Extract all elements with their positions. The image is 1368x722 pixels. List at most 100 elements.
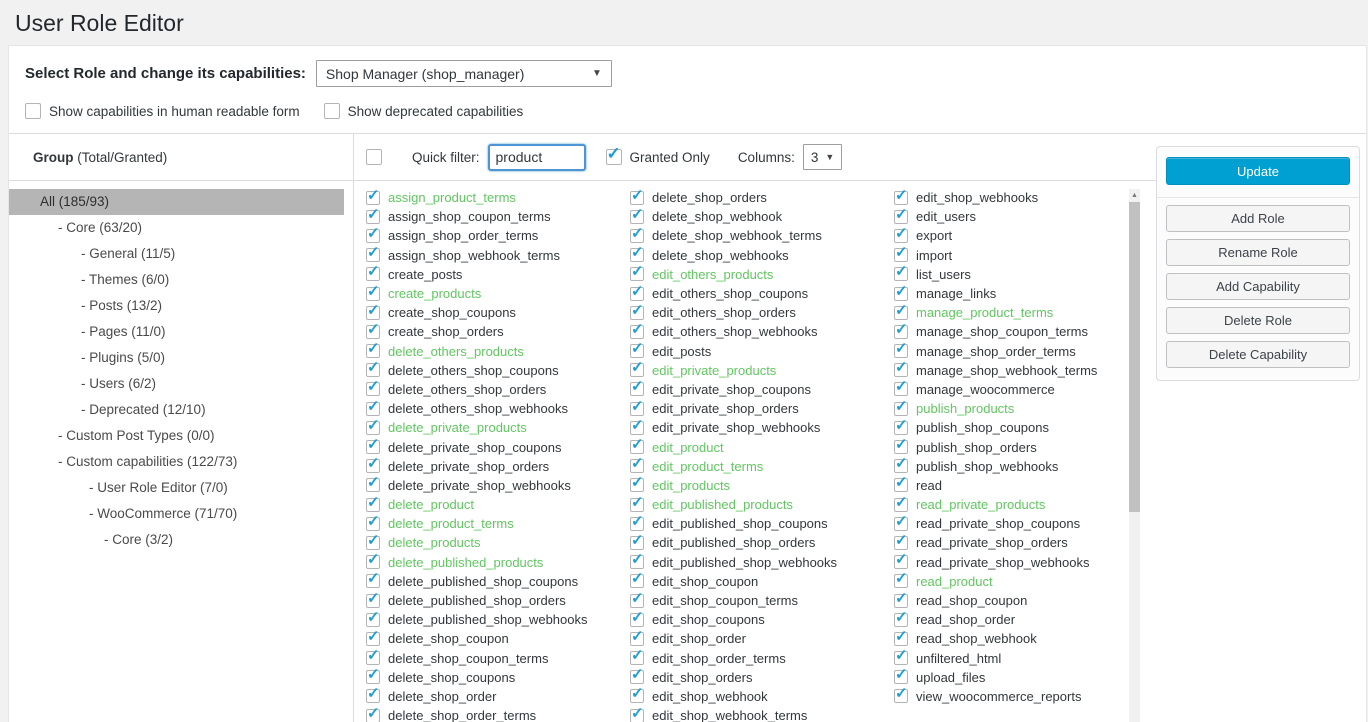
- capability-checkbox[interactable]: ✓: [894, 284, 908, 301]
- capability-checkbox[interactable]: ✓: [366, 552, 380, 570]
- capability-checkbox[interactable]: ✓: [894, 303, 908, 320]
- capability-checkbox[interactable]: ✓: [366, 629, 380, 646]
- capability-checkbox[interactable]: ✓: [894, 571, 908, 589]
- capability-checkbox[interactable]: ✓: [894, 418, 908, 435]
- capability-checkbox[interactable]: ✓: [366, 303, 380, 320]
- group-tree-item[interactable]: - Users (6/2): [81, 376, 157, 391]
- capability-checkbox[interactable]: ✓: [630, 379, 644, 397]
- capability-checkbox[interactable]: ✓: [366, 379, 380, 397]
- capability-checkbox[interactable]: ✓: [894, 648, 908, 666]
- capability-checkbox[interactable]: ✓: [366, 437, 380, 455]
- scrollbar-thumb[interactable]: [1129, 202, 1140, 512]
- capability-checkbox[interactable]: ✓: [894, 379, 908, 397]
- capability-checkbox[interactable]: ✓: [366, 667, 380, 685]
- group-tree-item[interactable]: - Custom Post Types (0/0): [58, 428, 215, 443]
- columns-select[interactable]: 3 ▼: [802, 144, 843, 170]
- capability-checkbox[interactable]: ✓: [894, 475, 908, 493]
- capability-checkbox[interactable]: ✓: [366, 418, 380, 435]
- capability-checkbox[interactable]: ✓: [366, 245, 380, 263]
- capability-checkbox[interactable]: ✓: [894, 437, 908, 455]
- capability-checkbox[interactable]: ✓: [366, 610, 380, 627]
- capability-checkbox[interactable]: ✓: [630, 571, 644, 589]
- capability-checkbox[interactable]: ✓: [366, 322, 380, 339]
- capability-checkbox[interactable]: ✓: [894, 264, 908, 282]
- group-tree-item[interactable]: - WooCommerce (71/70): [89, 506, 238, 521]
- capability-checkbox[interactable]: ✓: [894, 226, 908, 243]
- capability-checkbox[interactable]: ✓: [894, 552, 908, 570]
- capability-checkbox[interactable]: ✓: [630, 686, 644, 704]
- capability-checkbox[interactable]: ✓: [366, 264, 380, 282]
- group-tree-item[interactable]: - Core (3/2): [104, 532, 174, 547]
- capability-checkbox[interactable]: ✓: [894, 207, 908, 224]
- capability-checkbox[interactable]: ✓: [630, 706, 644, 722]
- group-tree-item[interactable]: - Core (63/20): [58, 220, 143, 235]
- capability-checkbox[interactable]: ✓: [630, 341, 644, 359]
- delete-role-button[interactable]: Delete Role: [1166, 307, 1350, 334]
- capability-checkbox[interactable]: ✓: [894, 629, 908, 646]
- deprecated-checkbox[interactable]: [323, 103, 340, 119]
- capability-checkbox[interactable]: ✓: [366, 591, 380, 608]
- capability-checkbox[interactable]: ✓: [630, 226, 644, 243]
- capability-checkbox[interactable]: ✓: [366, 226, 380, 243]
- scroll-up-arrow-icon[interactable]: ▲: [1129, 189, 1140, 201]
- capability-checkbox[interactable]: ✓: [894, 610, 908, 627]
- delete-capability-button[interactable]: Delete Capability: [1166, 341, 1350, 368]
- quick-filter-input[interactable]: [487, 143, 586, 171]
- capability-checkbox[interactable]: ✓: [366, 475, 380, 493]
- capability-checkbox[interactable]: ✓: [630, 437, 644, 455]
- capability-checkbox[interactable]: ✓: [630, 610, 644, 627]
- capability-checkbox[interactable]: ✓: [630, 188, 644, 205]
- group-tree-item[interactable]: - Plugins (5/0): [81, 350, 166, 365]
- capability-checkbox[interactable]: ✓: [366, 341, 380, 359]
- capability-checkbox[interactable]: ✓: [630, 629, 644, 646]
- capability-checkbox[interactable]: ✓: [894, 341, 908, 359]
- capabilities-scrollbar[interactable]: ▲: [1129, 189, 1140, 722]
- capability-checkbox[interactable]: ✓: [366, 686, 380, 704]
- capability-checkbox[interactable]: ✓: [894, 399, 908, 416]
- capability-checkbox[interactable]: ✓: [366, 571, 380, 589]
- human-readable-checkbox[interactable]: [25, 103, 41, 119]
- capability-checkbox[interactable]: ✓: [630, 456, 644, 474]
- group-tree-item[interactable]: - General (11/5): [81, 246, 176, 261]
- capability-checkbox[interactable]: ✓: [366, 533, 380, 550]
- capability-checkbox[interactable]: ✓: [366, 648, 380, 666]
- capability-checkbox[interactable]: ✓: [630, 284, 644, 301]
- capability-checkbox[interactable]: ✓: [630, 303, 644, 320]
- add-role-button[interactable]: Add Role: [1166, 205, 1350, 232]
- group-tree-item[interactable]: - Custom capabilities (122/73): [58, 454, 238, 469]
- capability-checkbox[interactable]: ✓: [630, 648, 644, 666]
- add-capability-button[interactable]: Add Capability: [1166, 273, 1350, 300]
- capability-checkbox[interactable]: ✓: [366, 706, 380, 722]
- role-select[interactable]: Shop Manager (shop_manager) ▼: [315, 60, 612, 87]
- capability-checkbox[interactable]: ✓: [366, 284, 380, 301]
- capability-checkbox[interactable]: ✓: [630, 207, 644, 224]
- capability-checkbox[interactable]: ✓: [366, 188, 380, 205]
- capability-checkbox[interactable]: ✓: [894, 360, 908, 378]
- capability-checkbox[interactable]: ✓: [630, 495, 644, 512]
- capability-checkbox[interactable]: ✓: [894, 245, 908, 263]
- capability-checkbox[interactable]: ✓: [630, 475, 644, 493]
- capability-checkbox[interactable]: ✓: [630, 360, 644, 378]
- capability-checkbox[interactable]: ✓: [630, 514, 644, 531]
- rename-role-button[interactable]: Rename Role: [1166, 239, 1350, 266]
- capability-checkbox[interactable]: ✓: [630, 591, 644, 608]
- capability-checkbox[interactable]: ✓: [366, 207, 380, 224]
- capability-checkbox[interactable]: ✓: [630, 245, 644, 263]
- group-tree-item[interactable]: - Themes (6/0): [81, 272, 170, 287]
- capability-checkbox[interactable]: ✓: [894, 591, 908, 608]
- capability-checkbox[interactable]: ✓: [894, 514, 908, 531]
- group-tree-item[interactable]: - Deprecated (12/10): [81, 402, 206, 417]
- granted-only-checkbox[interactable]: ✓: [605, 145, 622, 165]
- group-tree-item[interactable]: - Pages (11/0): [81, 324, 166, 339]
- capability-checkbox[interactable]: ✓: [894, 533, 908, 550]
- capability-checkbox[interactable]: ✓: [630, 418, 644, 435]
- select-all-checkbox[interactable]: [366, 149, 382, 165]
- capability-checkbox[interactable]: ✓: [894, 322, 908, 339]
- capability-checkbox[interactable]: ✓: [630, 533, 644, 550]
- capability-checkbox[interactable]: ✓: [366, 360, 380, 378]
- capability-checkbox[interactable]: ✓: [630, 399, 644, 416]
- capability-checkbox[interactable]: ✓: [630, 552, 644, 570]
- capability-checkbox[interactable]: ✓: [366, 495, 380, 512]
- capability-checkbox[interactable]: ✓: [366, 514, 380, 531]
- group-tree-item[interactable]: - User Role Editor (7/0): [89, 480, 228, 495]
